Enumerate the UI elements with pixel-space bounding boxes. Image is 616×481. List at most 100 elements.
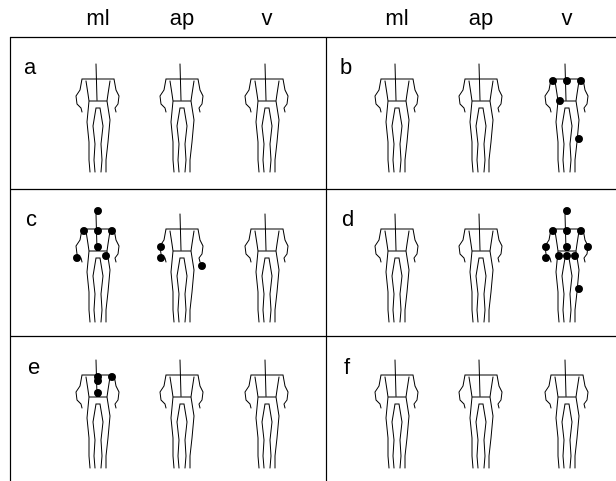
figure-left-arm <box>458 78 466 113</box>
stick-figure-f-ap <box>458 359 503 469</box>
figure-right-leg-outer <box>404 396 410 469</box>
figure-left-torso <box>384 80 389 102</box>
figure-left-leg-outer <box>170 250 175 323</box>
marker-dot-e-ml-chest <box>94 377 102 385</box>
figure-right-leg-outer <box>105 100 111 173</box>
figure-head-and-spine <box>478 359 481 397</box>
figure-right-arm <box>197 228 204 263</box>
figure-right-torso <box>275 376 280 398</box>
figure-left-leg-inner <box>561 257 566 323</box>
figure-right-leg-outer <box>404 250 410 323</box>
figure-right-leg-outer <box>574 396 580 469</box>
figure-right-arm <box>197 78 204 113</box>
figure-right-leg-inner <box>183 403 188 469</box>
figure-left-leg-outer <box>385 396 390 469</box>
marker-dot-b-v-waist-l <box>556 97 564 105</box>
figure-left-leg-outer <box>555 100 560 173</box>
figure-right-arm <box>582 374 589 409</box>
figure-right-torso <box>106 230 111 252</box>
figure-right-leg-outer <box>274 396 280 469</box>
figure-left-torso <box>384 230 389 252</box>
stick-figure-a-v <box>244 63 289 173</box>
marker-dot-d-v-hand-l <box>542 254 550 262</box>
marker-dot-c-ml-shoulder-r <box>108 227 116 235</box>
figure-left-leg-outer <box>469 100 474 173</box>
figure-right-leg-inner <box>99 257 104 323</box>
figure-right-leg-outer <box>488 396 494 469</box>
header-left-ml: ml <box>86 5 109 30</box>
figure-right-leg-outer <box>189 396 195 469</box>
figure-left-leg-inner <box>391 403 396 469</box>
header-right-v: v <box>562 5 573 30</box>
figure-head-and-spine <box>478 63 481 101</box>
figure-right-leg-outer <box>105 250 111 323</box>
figure-right-leg-inner <box>183 257 188 323</box>
figure-left-leg-outer <box>86 250 91 323</box>
header-left-v: v <box>262 5 273 30</box>
figure-head-and-spine <box>179 359 182 397</box>
figure-right-arm <box>412 374 419 409</box>
figure-head-and-spine <box>179 63 182 101</box>
figure-right-torso <box>190 230 195 252</box>
marker-dot-d-v-shoulder-l <box>549 227 557 235</box>
figure-left-leg-inner <box>92 107 97 173</box>
figure-right-leg-outer <box>189 100 195 173</box>
figure-head-and-spine <box>264 213 267 251</box>
stick-figure-f-ml <box>374 359 419 469</box>
figures-layer <box>73 63 592 469</box>
marker-dot-b-v-shoulder-r <box>577 77 585 85</box>
figure-right-torso <box>106 80 111 102</box>
figure-left-arm <box>458 374 466 409</box>
figure-right-torso <box>489 80 494 102</box>
figure-head-and-spine <box>394 213 397 251</box>
figure-left-arm <box>159 78 167 113</box>
figure-right-leg-inner <box>482 107 487 173</box>
figure-right-torso <box>489 230 494 252</box>
figure-left-leg-inner <box>92 403 97 469</box>
marker-dot-b-v-neck <box>563 77 571 85</box>
figure-left-arm <box>244 78 252 113</box>
figure-left-arm <box>244 228 252 263</box>
figure-left-torso <box>384 376 389 398</box>
figure-left-arm <box>544 374 552 409</box>
stick-figure-a-ml <box>75 63 120 173</box>
figure-right-torso <box>575 230 580 252</box>
figure-left-leg-inner <box>561 107 566 173</box>
figure-right-arm <box>113 374 120 409</box>
figure-right-torso <box>190 376 195 398</box>
figure-left-leg-inner <box>475 403 480 469</box>
figure-left-leg-inner <box>92 257 97 323</box>
figure-right-arm <box>282 228 289 263</box>
figure-left-leg-outer <box>255 396 260 469</box>
figure-right-leg-outer <box>274 250 280 323</box>
marker-dot-d-v-hip-l <box>555 252 563 260</box>
figure-right-leg-inner <box>568 107 573 173</box>
figure-right-torso <box>405 80 410 102</box>
figure-right-leg-inner <box>398 403 403 469</box>
figure-left-arm <box>544 78 552 113</box>
figure-left-leg-outer <box>170 100 175 173</box>
figure-left-arm <box>374 78 382 113</box>
figure-left-leg-inner <box>561 403 566 469</box>
figure-right-leg-inner <box>482 403 487 469</box>
figure-right-leg-outer <box>488 250 494 323</box>
stick-figure-e-ml <box>75 359 120 469</box>
figure-left-torso <box>468 376 473 398</box>
figure-left-torso <box>468 230 473 252</box>
stick-figure-e-v <box>244 359 289 469</box>
column-headers: ml ap v ml ap v <box>86 5 572 30</box>
figure-head-and-spine <box>95 63 98 101</box>
panel-grid <box>9 36 616 481</box>
marker-dot-c-ml-shoulder-l <box>80 227 88 235</box>
figure-right-leg-outer <box>488 100 494 173</box>
marker-dot-c-ml-hip-r <box>102 252 110 260</box>
marker-dot-d-v-neck <box>563 227 571 235</box>
figure-head-and-spine <box>179 213 182 251</box>
header-right-ap: ap <box>469 5 493 30</box>
figure-left-leg-outer <box>469 396 474 469</box>
marker-dot-d-v-elbow-l <box>542 243 550 251</box>
figure-right-arm <box>412 228 419 263</box>
stick-figure-b-ap <box>458 63 503 173</box>
figure-right-leg-inner <box>99 403 104 469</box>
figure-left-leg-inner <box>176 257 181 323</box>
